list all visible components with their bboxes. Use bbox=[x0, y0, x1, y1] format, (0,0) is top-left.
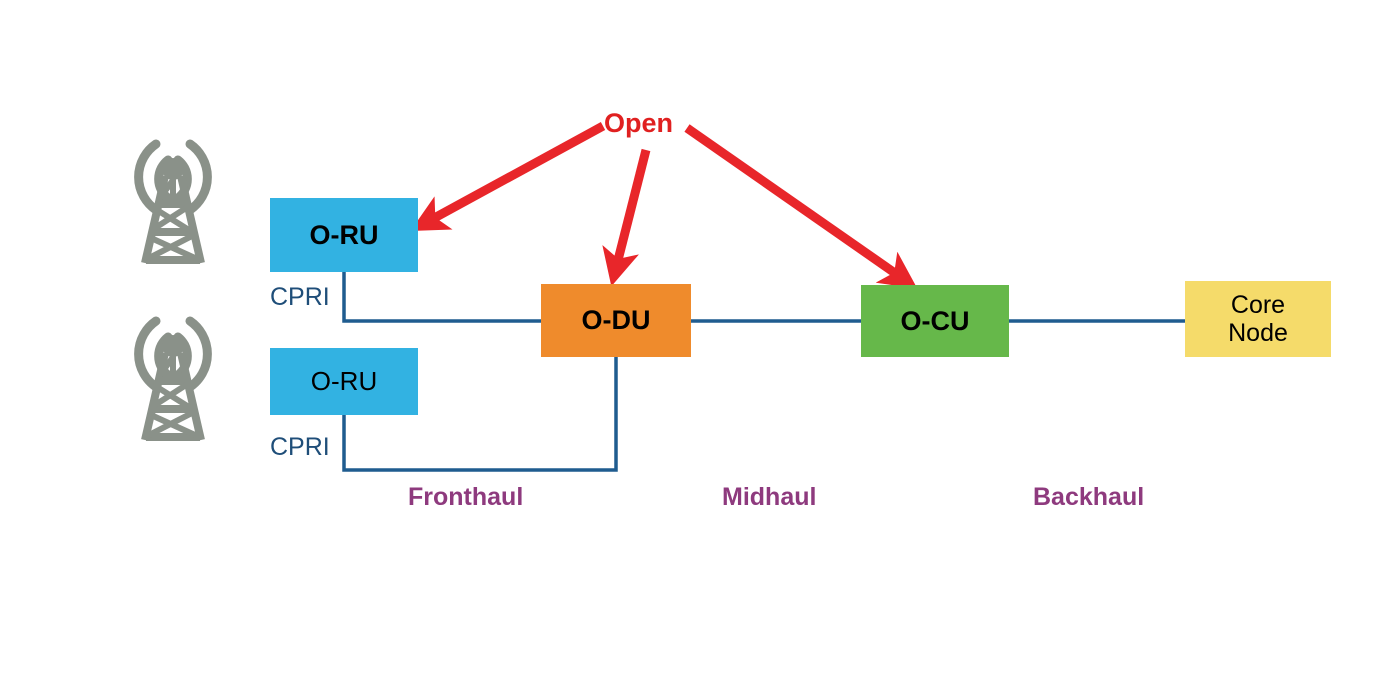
segment-label-backhaul: Backhaul bbox=[1033, 483, 1145, 511]
open-arrow-to-o-du bbox=[602, 148, 651, 287]
open-arrow-to-o-cu bbox=[684, 124, 918, 289]
node-o-ru-2[interactable]: O-RU bbox=[270, 348, 418, 415]
node-o-cu[interactable]: O-CU bbox=[861, 285, 1009, 357]
node-o-ru-2-label: O-RU bbox=[310, 365, 378, 396]
node-o-du-label: O-DU bbox=[581, 305, 651, 336]
link-label-cpri-1: CPRI bbox=[270, 283, 330, 311]
node-o-ru-1[interactable]: O-RU bbox=[270, 198, 418, 272]
node-o-du[interactable]: O-DU bbox=[541, 284, 691, 357]
node-core-node-line2: Node bbox=[1228, 319, 1288, 347]
node-o-cu-label: O-CU bbox=[900, 305, 970, 336]
segment-label-midhaul: Midhaul bbox=[722, 483, 817, 511]
cell-tower-icon bbox=[134, 139, 212, 264]
node-core-node-line1: Core bbox=[1230, 291, 1286, 319]
node-o-ru-1-label: O-RU bbox=[309, 219, 379, 250]
cell-tower-icon bbox=[134, 316, 212, 441]
link-oru1-to-odu bbox=[342, 272, 541, 323]
segment-label-fronthaul: Fronthaul bbox=[408, 483, 524, 511]
node-core-node[interactable]: Core Node bbox=[1185, 281, 1331, 357]
link-oru2-to-odu bbox=[342, 357, 618, 472]
link-label-cpri-2: CPRI bbox=[270, 433, 330, 461]
open-arrow-to-o-ru bbox=[410, 122, 606, 232]
node-core-node-label: Core Node bbox=[1228, 291, 1288, 347]
open-annotation-label: Open bbox=[604, 108, 674, 138]
